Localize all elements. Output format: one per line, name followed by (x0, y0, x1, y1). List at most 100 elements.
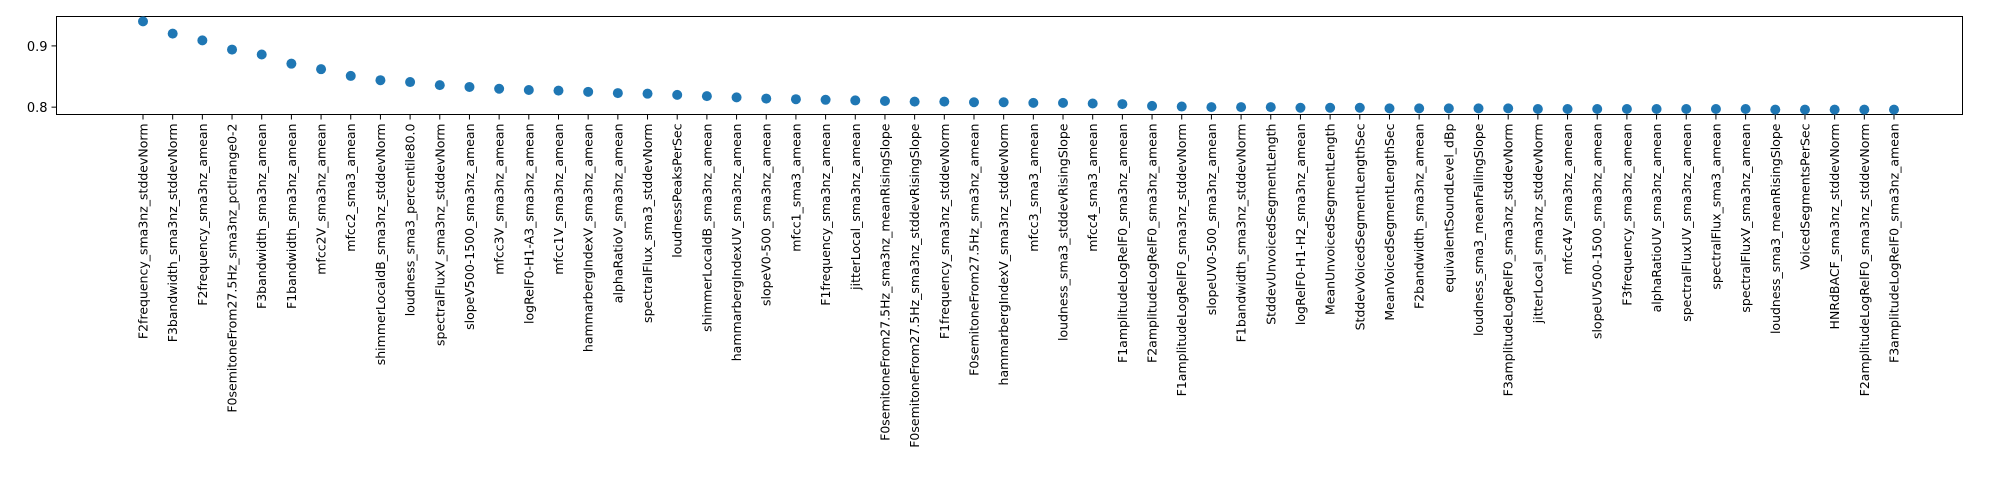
x-tick-label: slopeV500-1500_sma3nz_amean (462, 124, 477, 330)
data-point (1354, 102, 1365, 113)
data-point (1473, 103, 1484, 114)
data-point (1295, 102, 1306, 113)
data-point (1265, 102, 1276, 113)
x-tick-label: spectralFlux_sma3_amean (1708, 124, 1723, 290)
data-point (1058, 97, 1069, 108)
data-point (553, 85, 564, 96)
data-point (1592, 103, 1603, 114)
data-point (1503, 103, 1514, 114)
data-point (968, 97, 979, 108)
x-tick-label: spectralFluxV_sma3nz_stddevNorm (432, 124, 447, 346)
x-tick-label: F0semitoneFrom27.5Hz_sma3nz_amean (966, 124, 981, 376)
x-tick-label: spectralFluxUV_sma3nz_amean (1679, 124, 1694, 322)
y-tick-label: 0.9 (27, 40, 48, 55)
y-tick-label: 0.8 (27, 101, 48, 116)
x-tick-label: jitterLocal_sma3nz_stddevNorm (1530, 124, 1545, 325)
data-point (1621, 103, 1632, 114)
data-point (583, 86, 594, 97)
x-tick-label: F3amplitudeLogRelF0_sma3nz_stddevNorm (1501, 124, 1516, 397)
data-point (1147, 100, 1158, 111)
x-tick-label: F1bandwidth_sma3nz_amean (284, 124, 299, 309)
x-tick-label: logRelF0-H1-A3_sma3nz_amean (521, 124, 536, 324)
data-point (761, 93, 772, 104)
data-point (642, 88, 653, 99)
data-point (1889, 104, 1899, 115)
data-point (1799, 104, 1810, 115)
x-tick-label: F2frequency_sma3nz_stddevNorm (136, 124, 151, 340)
data-point (1651, 103, 1662, 114)
data-point (701, 91, 712, 102)
x-tick-label: VoicedSegmentsPerSec (1797, 123, 1812, 270)
data-point (1236, 102, 1247, 113)
data-point (345, 70, 356, 81)
x-tick-label: F0semitoneFrom27.5Hz_sma3nz_pctlrange0-2 (225, 124, 240, 413)
data-point (1414, 103, 1425, 114)
data-point (1770, 104, 1781, 115)
x-tick-label: mfcc1_sma3_amean (788, 124, 803, 252)
data-point (405, 77, 416, 88)
x-tick-label: loudness_sma3_stddevRisingSlope (1056, 123, 1071, 341)
x-tick-label: slopeUV500-1500_sma3nz_amean (1590, 124, 1605, 340)
data-point (612, 88, 623, 99)
data-point (790, 94, 801, 105)
data-point (1117, 99, 1128, 110)
x-tick-label: F2amplitudeLogRelF0_sma3nz_amean (1145, 124, 1160, 363)
x-tick-label: mfcc3_sma3_amean (1026, 124, 1041, 252)
x-tick-label: StddevUnvoicedSegmentLength (1263, 124, 1278, 325)
x-tick-label: F1amplitudeLogRelF0_sma3nz_amean (1115, 124, 1130, 363)
x-tick-label: F2bandwidth_sma3nz_amean (1412, 124, 1427, 309)
data-point (256, 49, 267, 60)
x-tick-label: shimmerLocaldB_sma3nz_amean (699, 124, 714, 332)
x-tick-label: hammarbergIndexUV_sma3nz_amean (729, 124, 744, 362)
x-tick-label: F3amplitudeLogRelF0_sma3nz_amean (1887, 124, 1902, 363)
data-point (998, 97, 1009, 108)
data-point (494, 83, 505, 94)
x-tick-label: spectralFlux_sma3_stddevNorm (640, 124, 655, 323)
data-point (1443, 103, 1454, 114)
data-point (375, 75, 386, 86)
data-point (1176, 101, 1187, 112)
x-tick-label: MeanUnvoicedSegmentLength (1323, 124, 1338, 316)
x-tick-label: slopeUV0-500_sma3nz_amean (1204, 124, 1219, 316)
plot-area-frame (56, 16, 1963, 115)
x-tick-label: logRelF0-H1-H2_sma3nz_amean (1293, 124, 1308, 326)
x-tick-label: F3frequency_sma3nz_amean (1619, 124, 1634, 306)
x-tick-label: mfcc3V_sma3nz_amean (492, 124, 507, 275)
data-point (879, 96, 890, 107)
data-point (1829, 104, 1840, 115)
x-tick-label: F0semitoneFrom27.5Hz_sma3nz_meanRisingSl… (877, 123, 892, 441)
data-point (1562, 103, 1573, 114)
data-point (1532, 103, 1543, 114)
data-point (731, 92, 742, 103)
data-point (434, 80, 445, 91)
data-point (316, 64, 327, 75)
data-point (1681, 103, 1692, 114)
data-point (1384, 103, 1395, 114)
x-tick-label: F1frequency_sma3nz_amean (818, 124, 833, 306)
x-tick-label: F1frequency_sma3nz_stddevNorm (937, 124, 952, 340)
x-tick-label: F1amplitudeLogRelF0_sma3nz_stddevNorm (1174, 124, 1189, 397)
data-point (464, 81, 475, 92)
x-tick-label: F1bandwidth_sma3nz_stddevNorm (1234, 124, 1249, 343)
x-tick-label: alphaRatioUV_sma3nz_amean (1649, 124, 1664, 313)
x-tick-label: MeanVoicedSegmentLengthSec (1382, 123, 1397, 320)
data-point (523, 85, 534, 95)
x-tick-label: shimmerLocaldB_sma3nz_stddevNorm (373, 123, 388, 365)
data-point (909, 96, 920, 107)
data-point (197, 35, 208, 46)
x-tick-label: loudness_sma3_meanFallingSlope (1471, 123, 1486, 336)
data-point (167, 28, 178, 39)
data-point (1206, 102, 1217, 113)
data-point (286, 58, 297, 69)
data-point (1710, 103, 1721, 114)
x-tick-label: F3bandwidth_sma3nz_stddevNorm (165, 124, 180, 343)
x-tick-label: StddevVoicedSegmentLengthSec (1352, 123, 1367, 330)
x-tick-label: hammarbergIndexV_sma3nz_stddevNorm (996, 124, 1011, 386)
data-point (939, 96, 950, 107)
data-point (1859, 104, 1870, 115)
x-tick-label: loudness_sma3_meanRisingSlope (1768, 123, 1783, 334)
data-point (820, 94, 831, 105)
data-point (850, 95, 861, 106)
y-axis: 0.8 0.9 (27, 40, 57, 116)
